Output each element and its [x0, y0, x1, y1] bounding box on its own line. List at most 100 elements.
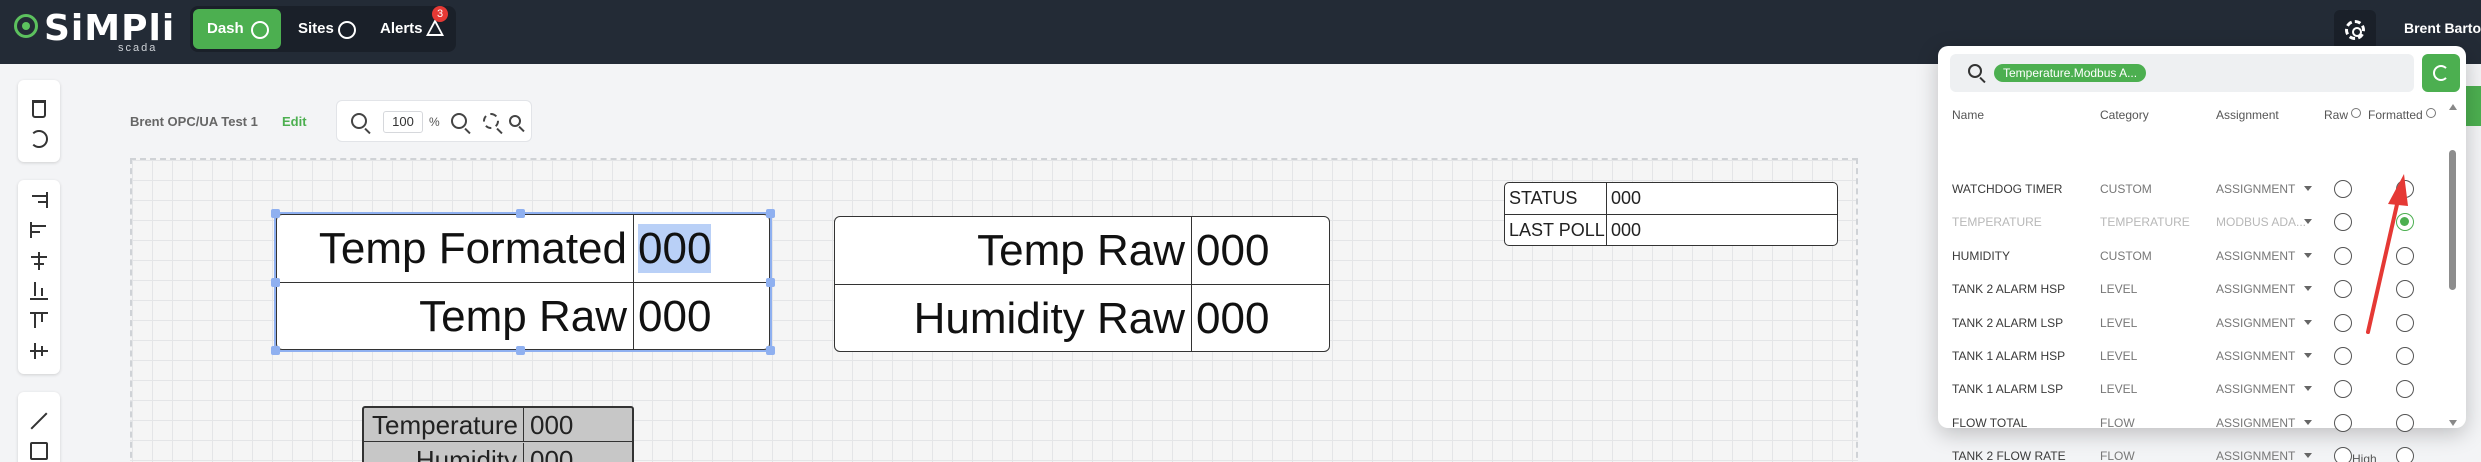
raw-radio[interactable]	[2334, 347, 2352, 365]
align-top-icon[interactable]	[30, 312, 48, 330]
raw-radio[interactable]	[2334, 313, 2352, 332]
assignment-select[interactable]: ASSIGNMENT	[2216, 382, 2296, 397]
table-row: Temp Raw 000	[277, 283, 769, 349]
assignment-select[interactable]: ASSIGNMENT	[2216, 415, 2296, 430]
align-center-vertical-icon[interactable]	[30, 342, 48, 360]
raw-radio[interactable]	[2334, 447, 2352, 462]
formatted-radio[interactable]	[2396, 213, 2414, 232]
raw-radio[interactable]	[2334, 180, 2352, 198]
table-row: Humidity Raw 000	[835, 285, 1329, 351]
panel-fragment-text: High	[2352, 452, 2377, 462]
formatted-radio[interactable]	[2396, 246, 2414, 265]
assignment-select[interactable]: ASSIGNMENT	[2216, 248, 2296, 263]
temp-widget[interactable]: Temp Formated 000 Temp Raw 000	[276, 214, 770, 350]
raw-header-label: Raw	[2324, 108, 2349, 122]
line-tool-icon[interactable]	[30, 412, 48, 430]
undo-icon[interactable]	[30, 130, 48, 148]
formatted-radio[interactable]	[2396, 347, 2414, 365]
zoom-out-icon[interactable]	[351, 113, 367, 129]
raw-radio[interactable]	[2334, 413, 2352, 432]
resize-handle[interactable]	[271, 346, 280, 355]
raw-radio[interactable]	[2334, 280, 2352, 299]
settings-button[interactable]	[2334, 10, 2376, 50]
formatted-radio[interactable]	[2396, 447, 2414, 462]
scroll-up-icon[interactable]	[2449, 104, 2457, 110]
scroll-down-icon[interactable]	[2449, 420, 2457, 426]
zoom-input[interactable]: 100	[383, 111, 423, 133]
chevron-down-icon[interactable]	[2304, 453, 2312, 459]
table-row: Temp Raw 000	[835, 217, 1329, 285]
trash-icon[interactable]	[32, 100, 46, 118]
nav-alerts-button[interactable]: Alerts	[366, 9, 452, 49]
column-header-category[interactable]: Category	[2100, 108, 2149, 122]
chevron-down-icon[interactable]	[2304, 219, 2312, 225]
align-center-horizontal-icon[interactable]	[30, 252, 48, 270]
resize-handle[interactable]	[516, 346, 525, 355]
chevron-down-icon[interactable]	[2304, 319, 2312, 325]
resize-handle[interactable]	[271, 278, 280, 287]
chevron-down-icon[interactable]	[2304, 286, 2312, 292]
resize-handle[interactable]	[271, 209, 280, 218]
column-header-formatted[interactable]: Formatted	[2368, 108, 2436, 122]
tag-name: TANK 1 ALARM LSP	[1952, 382, 2064, 397]
formatted-radio[interactable]	[2396, 413, 2414, 432]
resize-handle[interactable]	[766, 278, 775, 287]
user-name[interactable]: Brent Barton	[2404, 20, 2481, 36]
assignment-select[interactable]: ASSIGNMENT	[2216, 282, 2296, 297]
formatted-radio[interactable]	[2396, 380, 2414, 399]
raw-radio[interactable]	[2334, 213, 2352, 232]
column-header-name[interactable]: Name	[1952, 108, 1985, 122]
assignment-select[interactable]: ASSIGNMENT	[2216, 449, 2296, 462]
column-header-assignment[interactable]: Assignment	[2216, 108, 2279, 122]
table-row: Humidity 000	[364, 443, 632, 462]
status-widget[interactable]: STATUS 000 LAST POLL 000	[1504, 182, 1838, 246]
raw-radio[interactable]	[2334, 380, 2352, 399]
chevron-down-icon[interactable]	[2304, 252, 2312, 258]
scroll-thumb[interactable]	[2449, 150, 2456, 290]
gray-table-widget[interactable]: Temperature 000 Humidity 000	[362, 406, 634, 462]
raw-radio[interactable]	[2334, 246, 2352, 265]
image-tool-icon[interactable]	[30, 442, 48, 460]
chevron-down-icon[interactable]	[2304, 419, 2312, 425]
zoom-info-icon[interactable]	[509, 115, 521, 127]
scrollbar[interactable]	[2448, 104, 2458, 426]
selected-value-text[interactable]: 000	[638, 224, 712, 273]
search-input[interactable]: Temperature.Modbus A...	[1950, 54, 2414, 92]
chevron-down-icon[interactable]	[2304, 353, 2312, 358]
selection-frame[interactable]	[271, 209, 775, 355]
edit-link[interactable]: Edit	[282, 114, 307, 129]
align-bottom-icon[interactable]	[30, 282, 48, 300]
nav-sites-button[interactable]: Sites	[284, 9, 360, 49]
nav-dash-button[interactable]: Dash	[193, 9, 281, 49]
chevron-down-icon[interactable]	[2304, 186, 2312, 191]
formatted-radio[interactable]	[2396, 280, 2414, 299]
formatted-radio[interactable]	[2396, 180, 2414, 198]
align-right-icon[interactable]	[30, 192, 48, 210]
resize-handle[interactable]	[766, 346, 775, 355]
resize-handle[interactable]	[766, 209, 775, 218]
assignment-select[interactable]: MODBUS ADA...	[2216, 215, 2307, 230]
chevron-down-icon[interactable]	[2304, 386, 2312, 392]
raw-widget[interactable]: Temp Raw 000 Humidity Raw 000	[834, 216, 1330, 352]
simpli-logo[interactable]: SiMPli scada	[14, 6, 184, 54]
formatted-radio[interactable]	[2396, 313, 2414, 332]
refresh-button[interactable]	[2422, 54, 2460, 92]
assignment-select[interactable]: ASSIGNMENT	[2216, 349, 2296, 363]
search-chip[interactable]: Temperature.Modbus A...	[1994, 64, 2147, 82]
zoom-in-icon[interactable]	[451, 113, 467, 129]
resize-handle[interactable]	[516, 209, 525, 218]
zoom-fit-icon[interactable]	[483, 113, 499, 129]
column-header-raw[interactable]: Raw	[2324, 108, 2362, 122]
align-left-icon[interactable]	[30, 222, 48, 240]
assignment-select[interactable]: ASSIGNMENT	[2216, 182, 2296, 196]
assignment-select[interactable]: ASSIGNMENT	[2216, 315, 2296, 330]
